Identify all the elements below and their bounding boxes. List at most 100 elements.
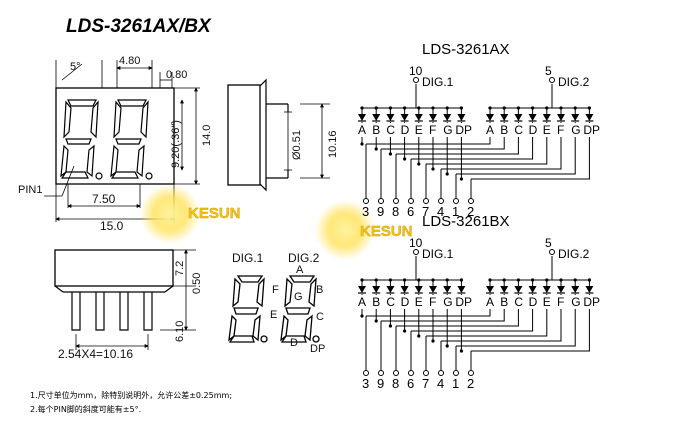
bx-seg-label: F <box>557 295 564 309</box>
bx-pin-number: 9 <box>377 376 384 391</box>
bx-junction <box>445 344 449 348</box>
bx-pin-number: 1 <box>452 376 459 391</box>
pin1-label: PIN1 <box>18 184 42 196</box>
ax-dig-label-2: DIG.2 <box>558 75 590 89</box>
bx-junction <box>388 324 392 328</box>
ax-wire <box>396 137 519 155</box>
ax-diode <box>570 113 580 122</box>
dim-7-2: 7.2 <box>174 261 186 276</box>
bx-pin-terminal <box>408 370 414 376</box>
bx-pin-terminal <box>438 370 444 376</box>
bx-common-terminal-2 <box>549 249 555 255</box>
ax-wire <box>441 137 562 170</box>
bx-seg-label: F <box>429 295 436 309</box>
bx-node <box>459 278 463 282</box>
ax-pin-number: 1 <box>452 204 459 219</box>
bx-node <box>403 278 407 282</box>
ax-junction <box>403 157 407 161</box>
ax-junction <box>459 177 463 181</box>
watermark-text-left: KESUN <box>188 205 241 222</box>
bx-common-pin-1: 10 <box>409 236 423 250</box>
bx-wire <box>411 309 534 332</box>
seg-label-a: A <box>296 264 304 276</box>
bx-node <box>445 278 449 282</box>
bx-wire <box>456 309 576 347</box>
ax-diode <box>385 113 395 122</box>
dim-14-0: 14.0 <box>201 125 213 146</box>
ax-seg-label: G <box>443 123 452 137</box>
ax-junction <box>445 172 449 176</box>
ax-node <box>531 106 535 110</box>
display-body-side <box>227 84 261 186</box>
ax-diode <box>527 113 538 122</box>
dim-pitch: 2.54X4=10.16 <box>58 347 133 361</box>
bx-seg-label: G <box>443 295 452 309</box>
bx-junction <box>374 319 378 323</box>
bx-pin-number: 3 <box>362 376 369 391</box>
bx-pin-terminal <box>453 370 459 376</box>
ax-seg-label: B <box>500 123 508 137</box>
front-digit-2 <box>110 99 153 180</box>
bx-wire <box>396 309 519 327</box>
ax-diode <box>371 113 381 122</box>
bx-dig-label-2: DIG.2 <box>558 247 590 261</box>
ax-seg-label: E <box>543 123 551 137</box>
ax-seg-label: A <box>486 123 494 137</box>
dim-0-80: 0.80 <box>166 69 187 81</box>
bx-common-terminal-1 <box>413 249 419 255</box>
bx-diode <box>485 285 495 294</box>
ax-node <box>545 106 549 110</box>
ax-pin-terminal <box>453 198 459 204</box>
bx-diode <box>428 285 438 294</box>
ax-diode <box>542 113 552 122</box>
bx-pin-terminal <box>363 370 369 376</box>
ax-diode <box>357 113 367 122</box>
seg-digit-1 <box>228 275 268 343</box>
bx-diode <box>357 285 367 294</box>
ax-node <box>360 106 364 110</box>
ax-junction <box>374 147 378 151</box>
bx-node <box>374 278 378 282</box>
bx-diode <box>400 285 410 294</box>
ax-pin-terminal <box>423 198 429 204</box>
bx-seg-label: D <box>401 295 410 309</box>
bx-diode <box>513 285 524 294</box>
bx-seg-label: E <box>543 295 551 309</box>
ax-diode <box>414 113 424 122</box>
bx-wire <box>381 309 505 322</box>
bx-node <box>559 278 563 282</box>
bx-seg-label: B <box>372 295 380 309</box>
bx-node <box>360 278 364 282</box>
ax-junction <box>388 152 392 156</box>
ax-seg-label: D <box>401 123 410 137</box>
page-title: LDS-3261AX/BX <box>66 16 212 37</box>
ax-wire <box>381 137 505 150</box>
bx-diode <box>527 285 538 294</box>
note-1: 1.尺寸单位为mm，除特别说明外，允许公差±0.25mm; <box>30 390 232 400</box>
bx-junction <box>417 334 421 338</box>
seg-label-b: B <box>316 284 323 296</box>
bx-diode <box>456 285 466 294</box>
seg-label-g: G <box>294 291 303 303</box>
bx-seg-label: E <box>415 295 423 309</box>
bx-pin-number: 4 <box>437 376 444 391</box>
seg-label-d: D <box>290 337 298 349</box>
ax-common-pin-1: 10 <box>409 64 423 78</box>
ax-seg-label: F <box>429 123 436 137</box>
ax-node <box>388 106 392 110</box>
bx-pin-number: 7 <box>422 376 429 391</box>
ax-wire <box>426 137 548 165</box>
ax-pin-terminal <box>438 198 444 204</box>
ax-wire <box>456 137 576 175</box>
bx-junction <box>431 339 435 343</box>
ax-node <box>573 106 577 110</box>
bx-junction <box>360 314 364 318</box>
bx-node <box>587 278 592 282</box>
bx-title: LDS-3261BX <box>422 213 510 230</box>
ax-junction <box>360 142 364 146</box>
dim-7-50: 7.50 <box>92 192 116 206</box>
ax-pin-terminal <box>378 198 384 204</box>
seg-dig1-label: DIG.1 <box>232 251 264 265</box>
